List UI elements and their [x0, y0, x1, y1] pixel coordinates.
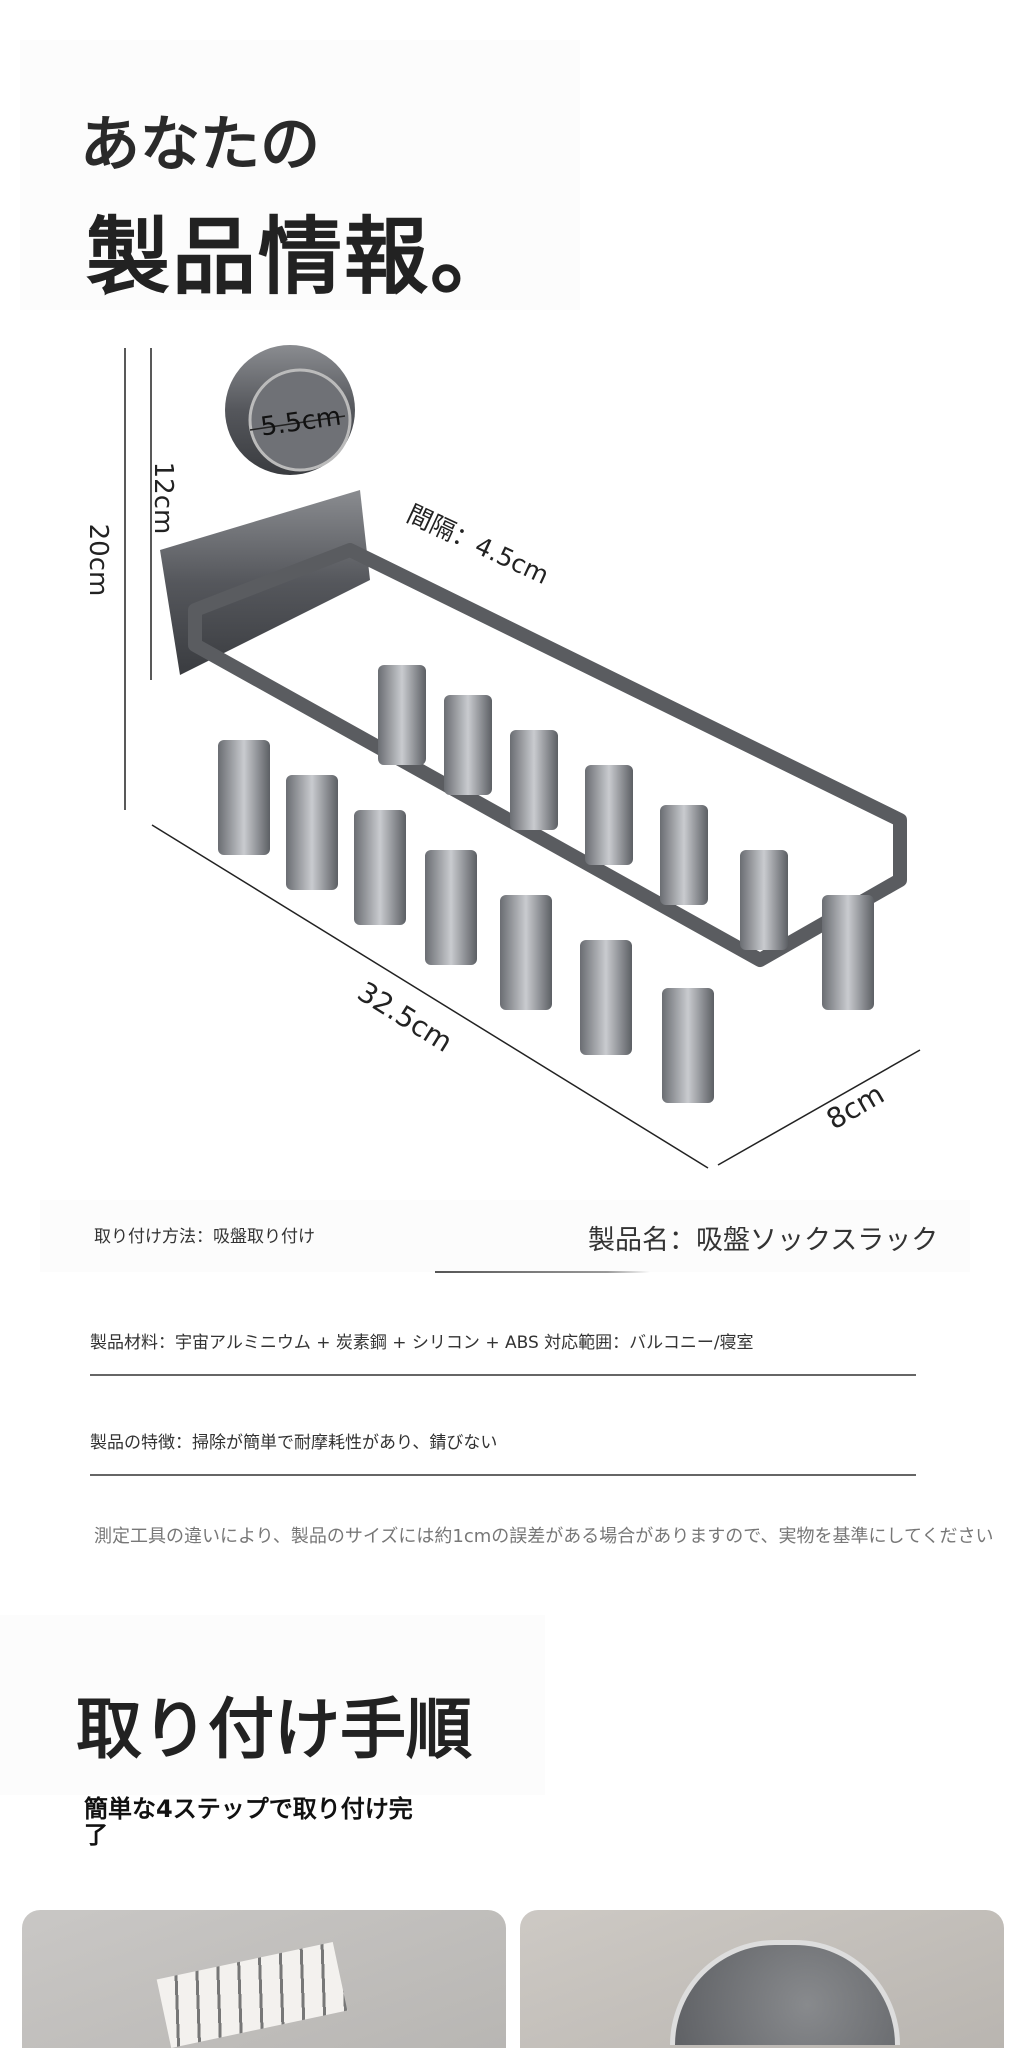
- length-label: 32.5cm: [352, 975, 459, 1059]
- product-material: 製品材料：宇宙アルミニウム + 炭素鋼 + シリコン + ABS 対応範囲：バル…: [90, 1333, 754, 1353]
- product-dimension-diagram: 20cm 12cm 5.5cm 間隔：4.5cm 32.5cm 8cm: [83, 345, 921, 1169]
- height-suction-label: 12cm: [148, 462, 178, 535]
- dimension-arrows: [124, 348, 921, 1169]
- product-name: 製品名：吸盤ソックスラック: [588, 1225, 939, 1256]
- page-title: 製品情報。: [86, 208, 517, 306]
- install-title-panel: [0, 1615, 545, 1795]
- height-total-label: 20cm: [83, 524, 113, 597]
- installation-title: 取り付け手順: [76, 1691, 472, 1768]
- header-panel: [20, 40, 580, 310]
- installation-subtitle: 簡単な4ステップで取り付け完了: [84, 1795, 413, 1849]
- spacing-label: 間隔：4.5cm: [402, 499, 553, 590]
- step-photo-2: [520, 1910, 1004, 2048]
- suction-cup-photo: [670, 1940, 900, 2045]
- install-method: 取り付け方法：吸盤取り付け: [94, 1227, 315, 1247]
- suction-cup-face: [248, 368, 352, 472]
- spec-panel: [40, 1200, 970, 1272]
- clips: [218, 665, 874, 1103]
- step-photo-1: [22, 1910, 506, 2048]
- diameter-line: [249, 415, 346, 431]
- rack-frame: [188, 543, 907, 967]
- divider: [90, 1374, 916, 1376]
- size-disclaimer: 測定工具の違いにより、製品のサイズには約1cmの誤差がある場合がありますので、実…: [94, 1526, 994, 1547]
- header-line1: あなたの: [80, 110, 320, 180]
- divider: [90, 1474, 916, 1476]
- striped-cloth: [156, 1942, 348, 2048]
- product-features: 製品の特徴：掃除が簡単で耐摩耗性があり、錆びない: [90, 1433, 498, 1453]
- divider: [435, 1271, 650, 1273]
